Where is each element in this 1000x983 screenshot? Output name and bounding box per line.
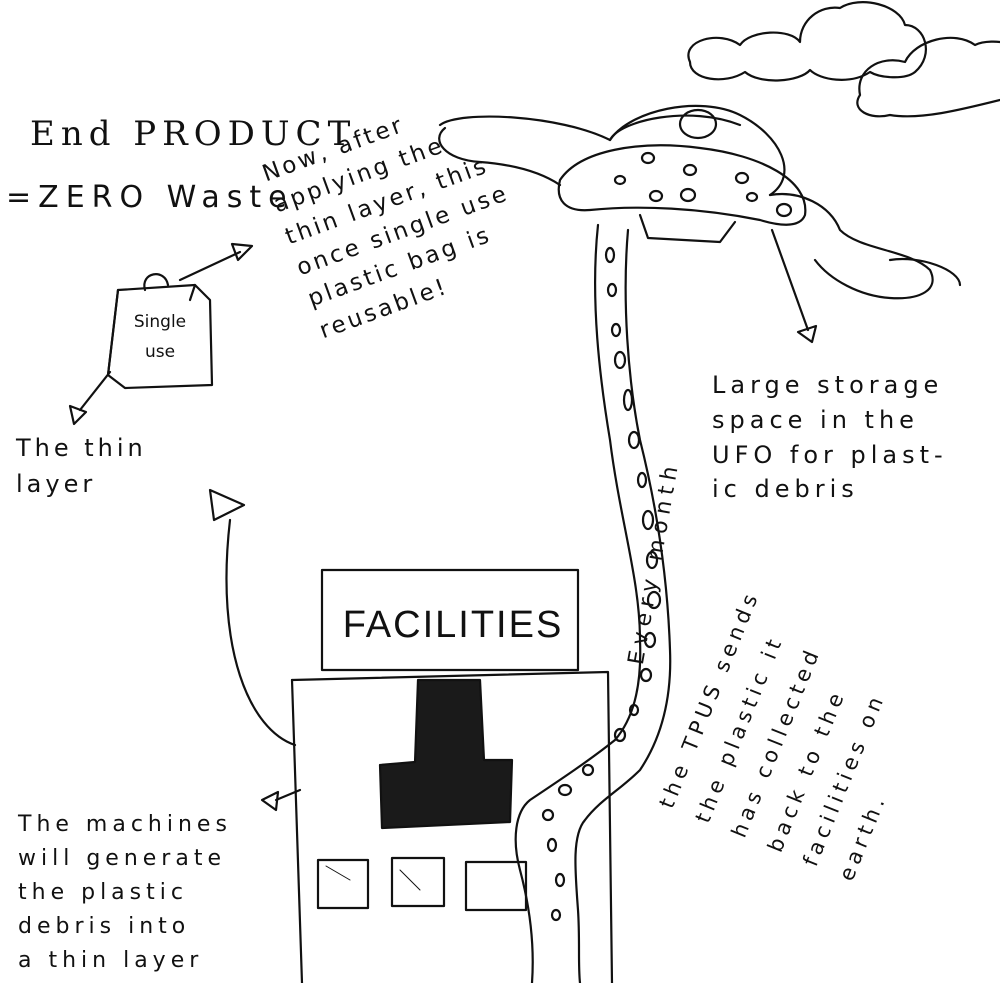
ufo-arrow-line [770, 228, 810, 332]
ufo-note: Large storage space in the UFO for plast… [712, 371, 948, 504]
page-title: End PRODUCT [30, 114, 357, 154]
process-arrow-line [225, 518, 297, 747]
facilities-sign-box [320, 568, 580, 672]
facilities-sign-label: FACILITIES [342, 604, 564, 646]
bag-arrow-head [230, 242, 254, 262]
machines-arrow-head [260, 790, 280, 812]
layer-arrow-line [78, 370, 112, 412]
ufo-icon [438, 104, 962, 300]
bag-arrow-line [178, 250, 242, 282]
bag-label-line2: use [144, 342, 176, 362]
plastic-transport-beam [514, 223, 672, 983]
machines-note: The machines will generate the plastic d… [18, 812, 232, 974]
cloud-icon [687, 1, 1000, 118]
thin-layer-label: The thin layer [16, 434, 147, 498]
process-arrow-head [208, 488, 246, 522]
ufo-arrow-head [796, 324, 818, 344]
bag-label-line1: Single [133, 312, 187, 332]
page-subtitle: =ZERO Waste [6, 180, 294, 215]
facility-building [290, 670, 614, 983]
layer-arrow-head [68, 404, 88, 426]
machine-icon [378, 678, 514, 830]
